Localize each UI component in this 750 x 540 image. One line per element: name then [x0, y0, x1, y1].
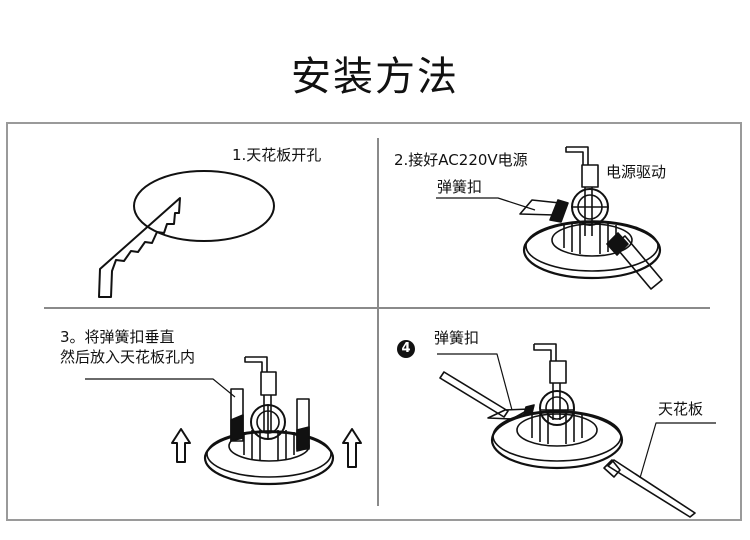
trim-outer — [490, 410, 624, 470]
step3-caption-line1: 3。将弹簧扣垂直 — [60, 328, 175, 346]
step4-illustration — [437, 343, 716, 518]
vertical-divider — [377, 138, 379, 506]
step4-spring-clip-label: 弹簧扣 — [434, 329, 480, 347]
step1-caption: 1.天花板开孔 — [232, 146, 322, 164]
step4-ceiling-label: 天花板 — [658, 400, 704, 418]
ceiling-board-right — [607, 459, 696, 518]
step2-illustration — [436, 146, 663, 290]
driver-wire-icon — [565, 146, 589, 165]
spring-clip-leader — [436, 197, 536, 211]
step1-illustration — [98, 170, 275, 298]
step3-illustration — [85, 356, 362, 486]
clip-leader — [85, 378, 236, 398]
step3-caption-line2: 然后放入天花板孔内 — [60, 348, 196, 366]
up-arrow-icon-left — [171, 428, 191, 463]
page-title: 安装方法 — [291, 54, 459, 100]
trim-outer — [522, 220, 662, 280]
driver-box-icon — [549, 360, 567, 384]
spring-clip-leader — [437, 353, 513, 411]
up-arrow-icon-right — [342, 428, 362, 468]
ceiling-board-left — [439, 371, 509, 418]
driver-box-icon — [260, 371, 277, 396]
step2-spring-clip-label: 弹簧扣 — [437, 178, 483, 196]
trim-outer — [203, 430, 335, 486]
ceiling-leader — [639, 422, 716, 479]
step2-driver-label: 电源驱动 — [606, 163, 667, 181]
lamp-ring — [539, 390, 575, 426]
step2-caption: 2.接好AC220V电源 — [394, 151, 528, 169]
step4-badge: 4 — [397, 340, 415, 358]
saw-icon — [98, 197, 181, 298]
instruction-frame — [6, 122, 742, 521]
horizontal-divider — [44, 307, 710, 309]
ceiling-hole-outline — [133, 170, 275, 242]
driver-box-icon — [581, 164, 599, 188]
